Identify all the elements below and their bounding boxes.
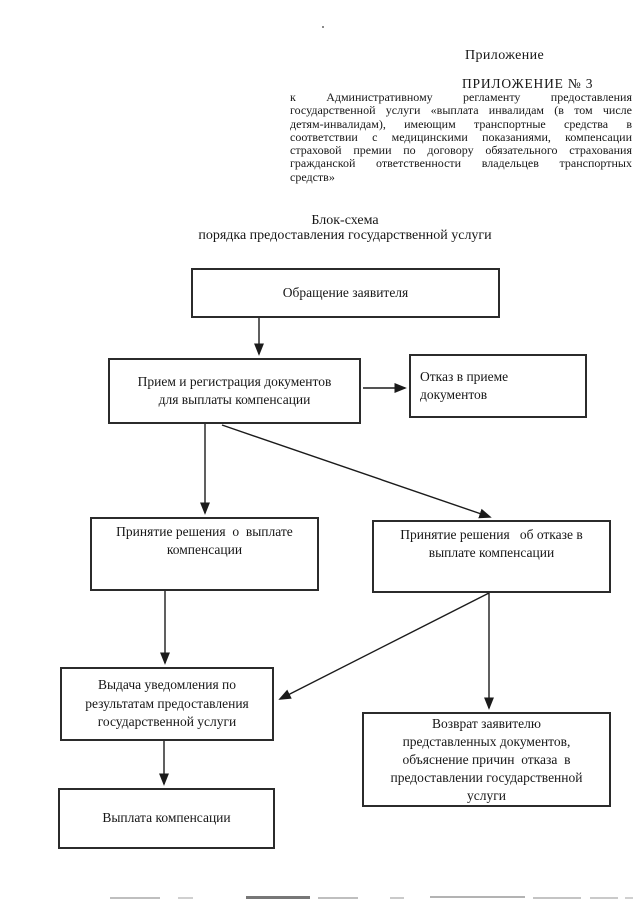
annex-number: ПРИЛОЖЕНИЕ № 3 — [462, 76, 594, 91]
flowchart-title: Блок-схема порядка предоставления госуда… — [25, 213, 640, 243]
flow-box-return-documents: Возврат заявителю представленных докумен… — [362, 712, 611, 807]
flow-box-reception-registration: Прием и регистрация документов для выпла… — [108, 358, 361, 424]
paragraph-line: соответствии с медицинскими показаниями,… — [290, 129, 632, 144]
scan-speck — [322, 26, 324, 28]
flow-box-decision-pay: Принятие решения о выплате компенсации — [90, 517, 319, 591]
flow-box-refusal-accept-documents: Отказ в приеме документов — [409, 354, 587, 418]
flow-box-applicant-request: Обращение заявителя — [191, 268, 500, 318]
flowchart-title-line2: порядка предоставления государственной у… — [198, 228, 492, 244]
flow-box-compensation-payment: Выплата компенсации — [58, 788, 275, 849]
flow-box-decision-refuse: Принятие решения об отказе в выплате ком… — [372, 520, 611, 593]
paragraph-line: гражданской ответственности владельцев т… — [290, 156, 632, 171]
paragraph-line: детям-инвалидам), имеющим транспортные с… — [290, 116, 632, 131]
paragraph-line: к Административному регламенту предостав… — [290, 90, 632, 104]
flow-box-notification-issue: Выдача уведомления по результатам предос… — [60, 667, 274, 741]
arrow-reception-to-decision-refuse — [221, 424, 492, 519]
annex-paragraph: к Административному регламенту предостав… — [290, 90, 632, 184]
arrow-decision-refuse-to-notification — [278, 592, 490, 700]
annex-word: Приложение — [465, 48, 545, 63]
paragraph-line: средств» — [290, 169, 335, 184]
flowchart-title-line1: Блок-схема — [311, 213, 379, 228]
paragraph-line: страховой премии по договору обязательно… — [290, 143, 632, 158]
paragraph-line: государственной услуги «выплата инвалида… — [290, 103, 632, 118]
